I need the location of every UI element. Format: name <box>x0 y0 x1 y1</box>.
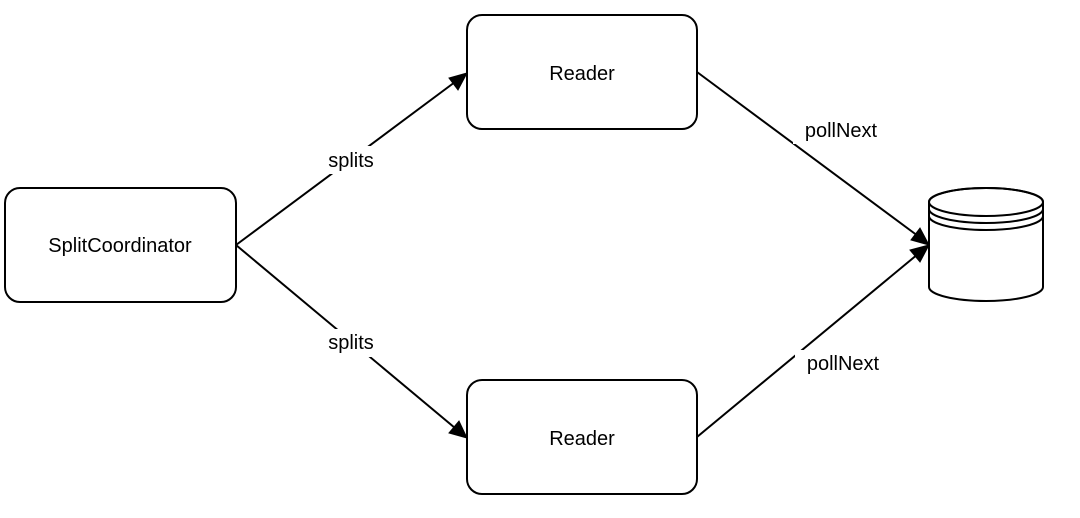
node-label: SplitCoordinator <box>48 235 192 257</box>
database-icon <box>928 187 1044 302</box>
edge-label-splits-top: splits <box>318 146 384 174</box>
node-reader-top: Reader <box>466 14 698 130</box>
edge-label-text: splits <box>328 332 374 354</box>
edge-label-splits-bottom: splits <box>318 329 384 357</box>
arrowhead-icon <box>448 72 468 91</box>
arrowhead-icon <box>909 244 930 263</box>
edge-label-text: pollNext <box>807 353 880 375</box>
edge-label-text: splits <box>328 150 374 172</box>
edge-reader-top-to-database <box>696 71 930 246</box>
node-split-coordinator: SplitCoordinator <box>4 187 237 303</box>
node-label: Reader <box>549 428 615 450</box>
edge-reader-bottom-to-database <box>696 244 930 438</box>
edge-label-pollnext-bottom: pollNext <box>795 350 891 378</box>
node-label: Reader <box>549 63 615 85</box>
arrowhead-icon <box>910 227 930 246</box>
node-reader-bottom: Reader <box>466 379 698 495</box>
arrowhead-icon <box>448 420 468 439</box>
edge-label-pollnext-top: pollNext <box>793 116 889 144</box>
edge-label-text: pollNext <box>805 120 878 142</box>
